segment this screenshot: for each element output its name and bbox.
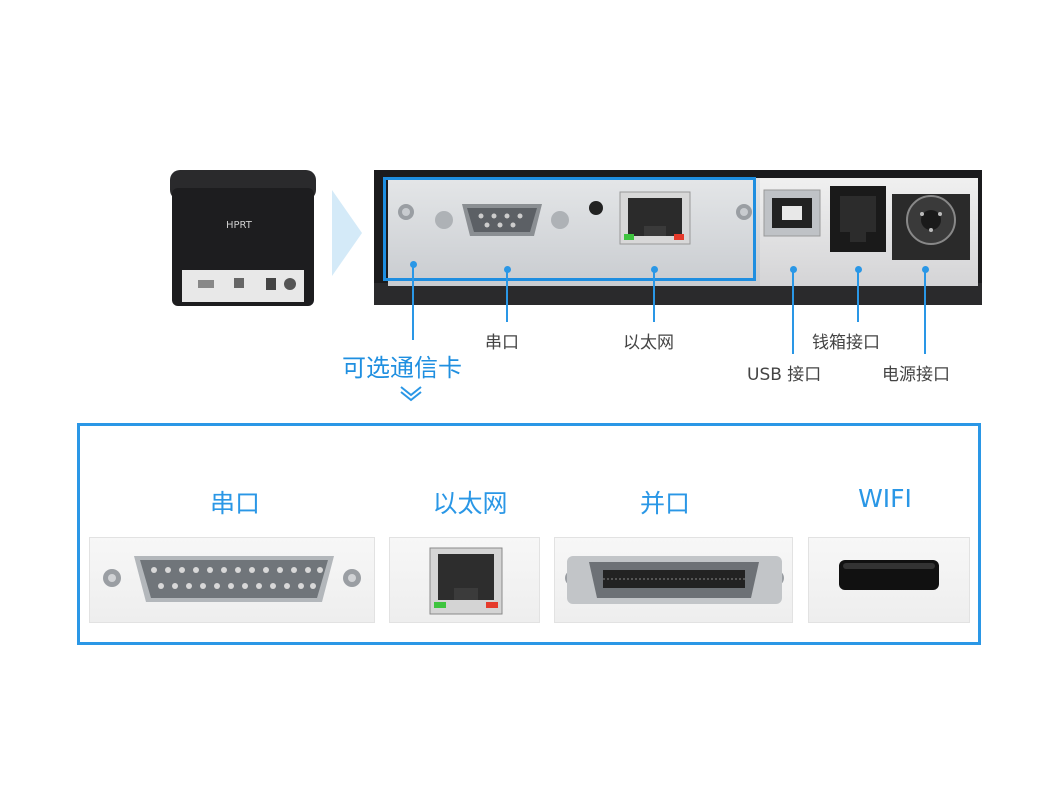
panel-base xyxy=(374,283,982,305)
label-optional-card: 可选通信卡 xyxy=(342,354,462,382)
option-title-serial: 串口 xyxy=(209,489,260,518)
double-chevron-down-icon xyxy=(398,384,424,406)
printer-thumbnail: HPRT xyxy=(168,170,318,306)
label-power: 电源接口 xyxy=(882,365,950,385)
leader-dot-usb xyxy=(790,266,797,273)
leader-dot-cash-drawer xyxy=(855,266,862,273)
chevron-right-icon xyxy=(332,190,362,276)
optional-card-highlight xyxy=(383,177,756,281)
communication-card-plate xyxy=(388,178,763,286)
label-usb: USB 接口 xyxy=(747,365,822,385)
option-title-parallel: 并口 xyxy=(639,489,690,518)
leader-dot-power xyxy=(922,266,929,273)
option-title-wifi: WIFI xyxy=(858,484,912,513)
leader-line-cash-drawer xyxy=(857,270,859,322)
label-serial: 串口 xyxy=(485,333,519,353)
option-title-ethernet: 以太网 xyxy=(432,489,508,518)
leader-dot-serial xyxy=(504,266,511,273)
wifi-module-image xyxy=(808,537,970,623)
label-cash-drawer: 钱箱接口 xyxy=(812,333,880,353)
optional-cards-box xyxy=(77,423,981,645)
leader-line-power xyxy=(924,270,926,354)
serial-port-image xyxy=(89,537,375,623)
label-ethernet: 以太网 xyxy=(623,333,674,353)
parallel-port-image xyxy=(554,537,793,623)
ethernet-port-image xyxy=(389,537,540,623)
leader-line-serial xyxy=(506,270,508,322)
leader-line-optional-card xyxy=(412,264,414,340)
leader-line-usb xyxy=(792,270,794,354)
printer-brand-logo: HPRT xyxy=(226,220,253,231)
leader-line-ethernet xyxy=(653,270,655,322)
leader-dot-ethernet xyxy=(651,266,658,273)
